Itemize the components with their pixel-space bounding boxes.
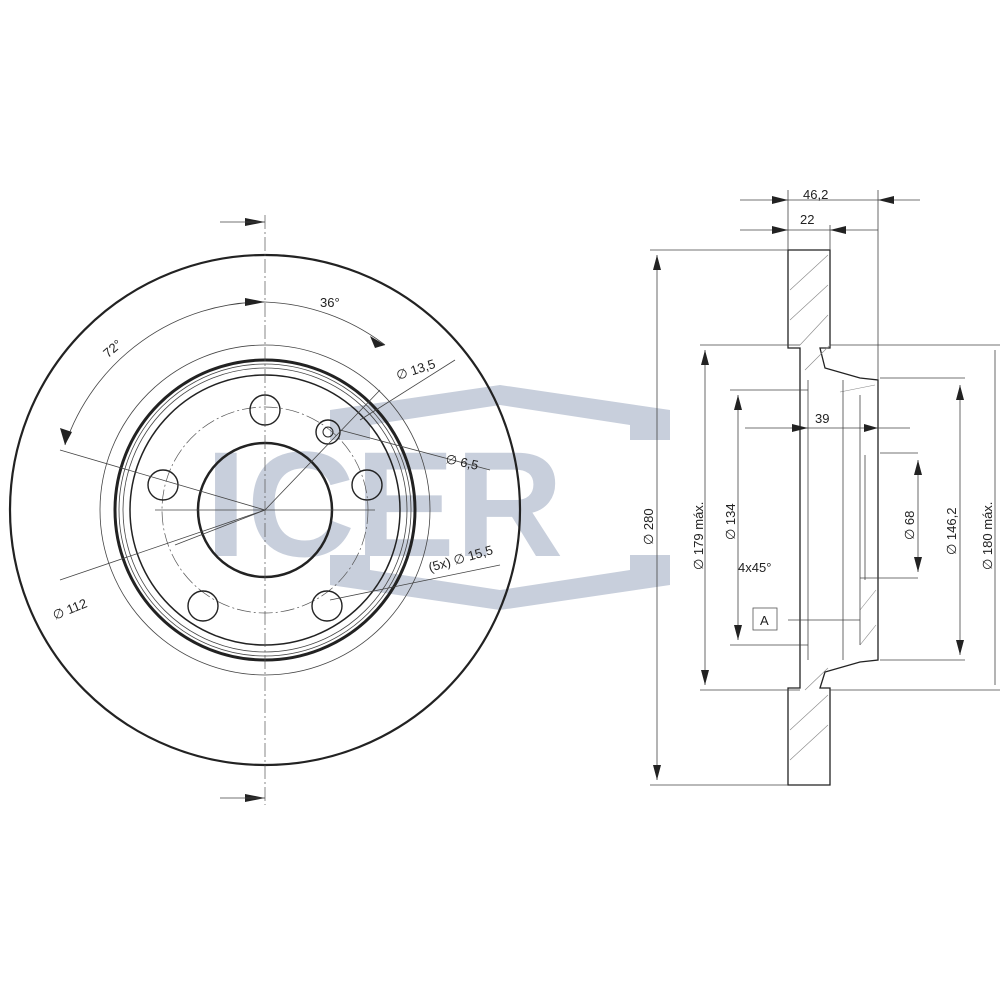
dia-280-label: ∅ 280 [641,508,656,545]
width-22-label: 22 [800,212,814,227]
dia-13-5-label: ∅ 13,5 [394,356,437,383]
dia-146-2-label: ∅ 146,2 [944,508,959,555]
dia-68-label: ∅ 68 [902,511,917,540]
disc-front-view [8,215,522,805]
dia-179-label: ∅ 179 máx. [691,502,706,570]
chamfer-label: 4x45° [738,560,771,575]
angle-72-label: 72° [100,336,125,360]
dia-134-label: ∅ 134 [723,503,738,540]
angle-36-label: 36° [320,295,340,310]
dia-112-label: ∅ 112 [51,596,90,623]
disc-section-view [650,190,1000,786]
depth-39-label: 39 [815,411,829,426]
dia-180-label: ∅ 180 máx. [980,502,995,570]
datum-a-label: A [760,613,769,628]
dia-6-5-label: ∅ 6,5 [444,451,479,473]
width-46-2-label: 46,2 [803,187,828,202]
